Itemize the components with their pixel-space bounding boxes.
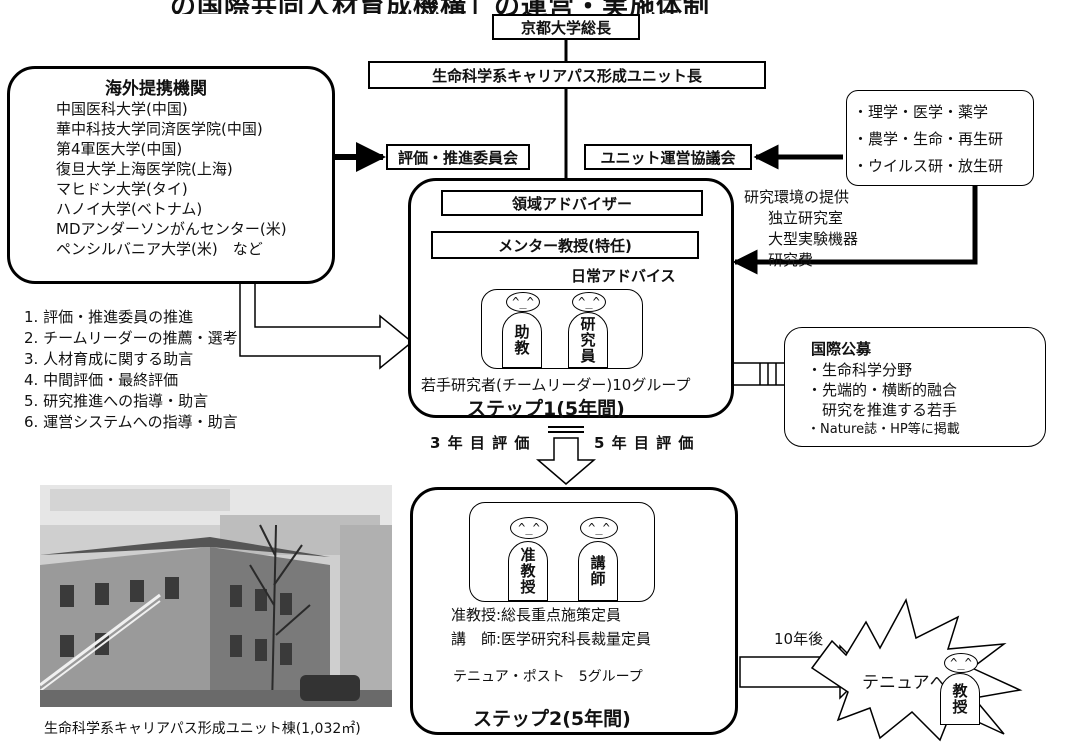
recruitment-heading: 国際公募 bbox=[811, 340, 872, 358]
list-item: 独立研究室 bbox=[768, 209, 844, 227]
list-item: 1. 評価・推進委員の推進 bbox=[24, 308, 194, 326]
unit-head-box: 生命科学系キャリアパス形成ユニット長 bbox=[368, 61, 766, 89]
evaluation-committee-label: 評価・推進委員会 bbox=[397, 148, 518, 167]
unit-council-box: ユニット運営協議会 bbox=[584, 144, 752, 170]
list-item: 復旦大学上海医学院(上海) bbox=[56, 160, 233, 178]
step1-group-text: 若手研究者(チームリーダー)10グループ bbox=[421, 376, 691, 394]
face-icon: ^_^ bbox=[580, 517, 618, 539]
president-box: 京都大学総長 bbox=[492, 14, 640, 40]
evaluation-committee-box: 評価・推進委員会 bbox=[386, 144, 530, 170]
list-item: ハノイ大学(ベトナム) bbox=[56, 200, 203, 218]
face-icon: ^_^ bbox=[944, 653, 978, 673]
list-item: 研究を推進する若手 bbox=[807, 401, 958, 419]
overseas-list: 中国医科大学(中国) 華中科技大学同済医学院(中国) 第4軍医大学(中国) 復旦… bbox=[56, 99, 287, 259]
person-researcher: 研究員 bbox=[568, 312, 608, 368]
step2-people-frame: ^_^ 准教授 ^_^ 講師 bbox=[469, 502, 655, 602]
environment-arrow bbox=[732, 180, 978, 275]
list-item: 3. 人材育成に関する助言 bbox=[24, 350, 194, 368]
step2-box: ^_^ 准教授 ^_^ 講師 准教授:総長重点施策定員 講 師:医学研究科長裁量… bbox=[410, 487, 738, 735]
list-item: 大型実験機器 bbox=[768, 230, 859, 248]
eval-year5-label: 5 年 目 評 価 bbox=[594, 434, 695, 452]
list-item: 中国医科大学(中国) bbox=[56, 100, 188, 118]
list-item: マヒドン大学(タイ) bbox=[56, 180, 188, 198]
step1-box: 領域アドバイザー メンター教授(特任) 日常アドバイス ^_^ 助教 ^_^ 研… bbox=[408, 178, 734, 420]
tenure-post-label: テニュア・ポスト 5グループ bbox=[453, 669, 643, 685]
person-professor: 教授 bbox=[940, 673, 980, 725]
mentor-label: メンター教授(特任) bbox=[498, 236, 632, 255]
page-title: の国際共同人材育成機構」の運営・実施体制 bbox=[170, 0, 930, 14]
unit-head-label: 生命科学系キャリアパス形成ユニット長 bbox=[432, 66, 702, 85]
list-item: ・農学・生命・再生研 bbox=[853, 130, 1004, 148]
step2-label: ステップ2(5年間) bbox=[473, 708, 631, 730]
list-item: ・生命科学分野 bbox=[807, 361, 913, 379]
step1-people-frame: ^_^ 助教 ^_^ 研究員 bbox=[481, 289, 643, 369]
list-item: 6. 運営システムへの指導・助言 bbox=[24, 413, 238, 431]
eval-year3-label: 3 年 目 評 価 bbox=[430, 434, 531, 452]
recruitment-list: ・生命科学分野 ・先端的・横断的融合 研究を推進する若手 ・Nature誌・HP… bbox=[807, 360, 960, 440]
president-label: 京都大学総長 bbox=[520, 18, 611, 37]
face-icon: ^_^ bbox=[572, 292, 606, 312]
step2-line2: 講 師:医学研究科長裁量定員 bbox=[451, 630, 652, 648]
list-item: ・理学・医学・薬学 bbox=[853, 103, 989, 121]
person-lecturer: 講師 bbox=[578, 541, 618, 601]
overseas-heading: 海外提携機関 bbox=[105, 79, 207, 99]
overseas-partners-box: 海外提携機関 中国医科大学(中国) 華中科技大学同済医学院(中国) 第4軍医大学… bbox=[7, 66, 335, 284]
list-item: ペンシルバニア大学(米) など bbox=[56, 240, 263, 258]
list-item: 第4軍医大学(中国) bbox=[56, 140, 183, 158]
step-transition-arrow bbox=[535, 437, 597, 485]
list-item: 2. チームリーダーの推薦・選考 bbox=[24, 329, 238, 347]
list-item: MDアンダーソンがんセンター(米) bbox=[56, 220, 287, 238]
photo-caption: 生命科学系キャリアパス形成ユニット棟(1,032㎡) bbox=[44, 721, 361, 737]
step1-label: ステップ1(5年間) bbox=[467, 398, 625, 420]
domain-advisor-box: 領域アドバイザー bbox=[441, 190, 703, 216]
list-item: 4. 中間評価・最終評価 bbox=[24, 371, 179, 389]
list-item: 華中科技大学同済医学院(中国) bbox=[56, 120, 263, 138]
recruitment-box: 国際公募 ・生命科学分野 ・先端的・横断的融合 研究を推進する若手 ・Natur… bbox=[784, 327, 1046, 447]
step2-line1: 准教授:総長重点施策定員 bbox=[451, 606, 622, 624]
person-assistant-professor: 助教 bbox=[502, 312, 542, 368]
advice-hollow-arrow bbox=[239, 282, 414, 370]
mentor-box: メンター教授(特任) bbox=[431, 231, 699, 259]
list-item: ・ウイルス研・放生研 bbox=[853, 157, 1004, 175]
unit-council-label: ユニット運営協議会 bbox=[600, 148, 736, 167]
advice-list: 1. 評価・推進委員の推進 2. チームリーダーの推薦・選考 3. 人材育成に関… bbox=[24, 307, 238, 433]
building-photo bbox=[40, 485, 392, 707]
face-icon: ^_^ bbox=[510, 517, 548, 539]
list-item: ・Nature誌・HP等に掲載 bbox=[807, 422, 960, 437]
face-icon: ^_^ bbox=[506, 292, 540, 312]
departments-box: ・理学・医学・薬学 ・農学・生命・再生研 ・ウイルス研・放生研 bbox=[846, 90, 1034, 186]
daily-advice-label: 日常アドバイス bbox=[571, 267, 676, 285]
building-illustration bbox=[40, 485, 392, 707]
person-associate-professor: 准教授 bbox=[508, 541, 548, 601]
list-item: ・先端的・横断的融合 bbox=[807, 381, 958, 399]
ten-years-label: 10年後 bbox=[774, 630, 824, 648]
research-environment: 研究環境の提供 独立研究室 大型実験機器 研究費 bbox=[744, 187, 858, 271]
domain-advisor-label: 領域アドバイザー bbox=[511, 194, 632, 213]
to-tenure-label: テニュアへ bbox=[862, 673, 947, 693]
list-item: 研究費 bbox=[768, 251, 814, 269]
departments-list: ・理学・医学・薬学 ・農学・生命・再生研 ・ウイルス研・放生研 bbox=[853, 99, 1003, 180]
environment-heading: 研究環境の提供 bbox=[744, 188, 850, 206]
list-item: 5. 研究推進への指導・助言 bbox=[24, 392, 209, 410]
